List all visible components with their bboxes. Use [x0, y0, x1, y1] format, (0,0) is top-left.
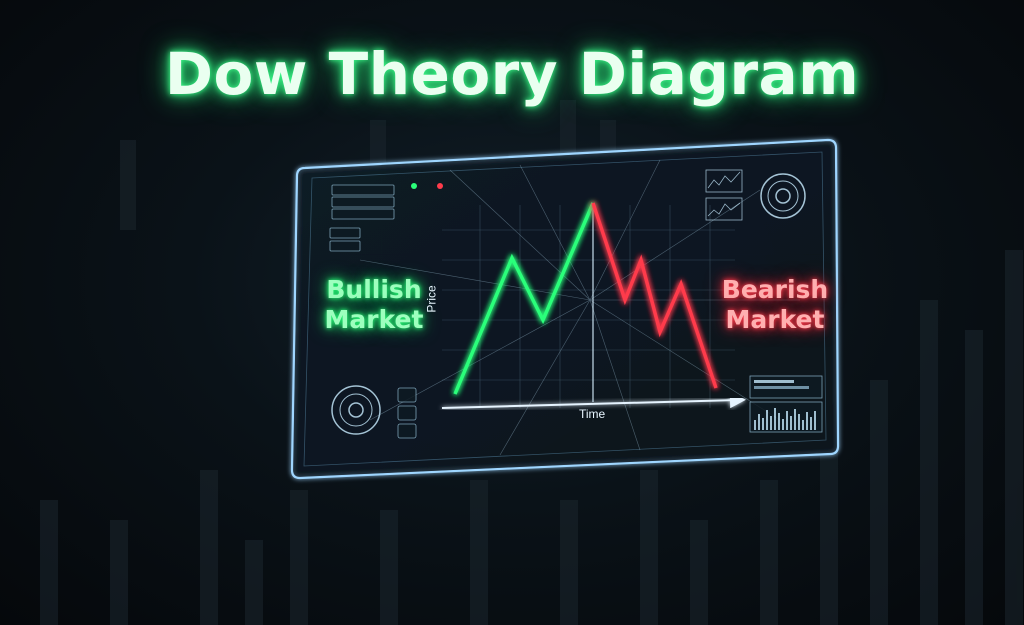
bottom-right-widgets	[749, 375, 823, 433]
bottom-left-dial	[331, 385, 381, 435]
bearish-market-label: Bearish Market	[715, 275, 835, 335]
panel-frame	[290, 138, 840, 480]
bullish-label-line1: Bullish	[326, 275, 422, 304]
bullish-trend-line	[453, 202, 595, 395]
top-right-mini-charts	[705, 169, 743, 221]
bearish-trend-line	[591, 202, 718, 389]
left-info-boxes	[329, 184, 395, 252]
bullish-label-line2: Market	[324, 305, 424, 334]
up-indicator-icon	[411, 183, 417, 189]
bottom-left-buttons	[397, 387, 417, 439]
y-axis-label: Price	[424, 285, 439, 313]
page-title: Dow Theory Diagram	[164, 40, 860, 108]
down-indicator-icon	[437, 183, 443, 189]
bearish-label-line2: Market	[725, 305, 825, 334]
x-axis	[441, 392, 746, 409]
chart-grid	[442, 205, 735, 408]
top-right-dial	[760, 173, 806, 219]
x-axis-label: Time	[579, 407, 606, 421]
light-rays	[359, 159, 800, 456]
bullish-market-label: Bullish Market	[314, 275, 434, 335]
bearish-label-line1: Bearish	[721, 275, 829, 304]
